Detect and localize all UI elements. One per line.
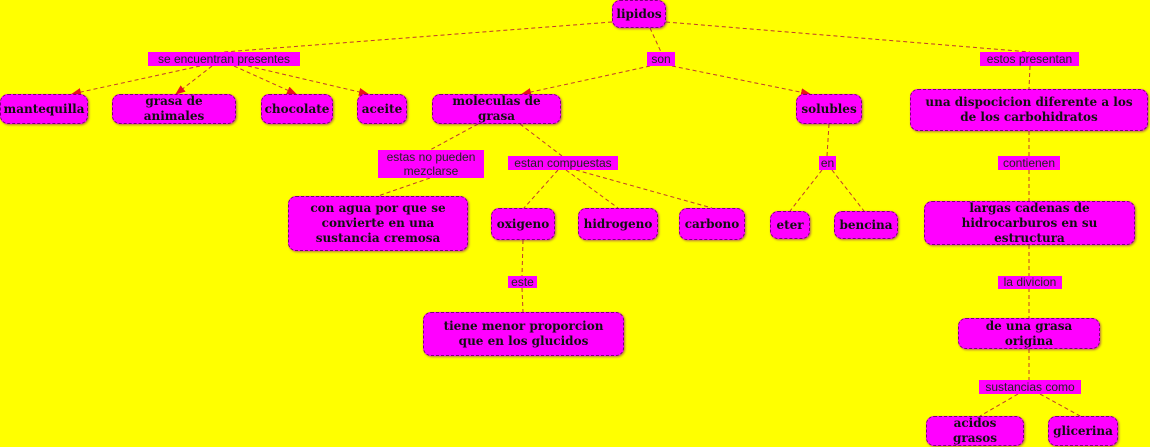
link-no-pueden-con-agua: [377, 177, 431, 197]
link-moleculas-no-pueden: [429, 123, 479, 151]
link-este-menor: [521, 287, 524, 313]
node-grasa-origina[interactable]: de una grasa origina: [958, 318, 1100, 349]
link-lipidos-se-encuentran: [223, 21, 613, 53]
link-se-encuentran-aceite: [247, 65, 369, 96]
label-se-encuentran-presentes: se encuentran presentes: [148, 52, 300, 66]
link-son-solubles: [671, 65, 811, 97]
link-compuestas-oxigeno: [523, 169, 559, 209]
label-la-divicion: la divicion: [998, 276, 1062, 289]
link-lipidos-son: [649, 27, 662, 53]
label-contienen: contienen: [998, 156, 1060, 170]
link-se-encuentran-chocolate: [233, 65, 297, 95]
label-este: este: [508, 276, 537, 288]
node-grasa-de-animales[interactable]: grasa de animales: [112, 94, 236, 124]
node-menor-proporcion[interactable]: tiene menor proporcion que en los glucid…: [423, 312, 624, 356]
node-acidos-grasos[interactable]: acidos grasos: [926, 416, 1024, 446]
label-en: en: [819, 156, 836, 170]
node-chocolate[interactable]: chocolate: [261, 94, 333, 124]
node-solubles[interactable]: solubles: [796, 94, 862, 124]
label-no-pueden-mezclarse-text: estas no pueden mezclarse: [386, 150, 476, 178]
node-glicerina[interactable]: glicerina: [1048, 416, 1118, 446]
link-en-eter: [789, 169, 823, 212]
node-oxigeno[interactable]: oxigeno: [491, 208, 555, 240]
link-solubles-en: [826, 123, 830, 157]
node-aceite[interactable]: aceite: [357, 94, 407, 124]
link-en-bencina: [831, 169, 865, 212]
link-se-encuentran-mantequilla: [71, 65, 201, 96]
link-se-encuentran-grasa: [175, 65, 213, 95]
node-eter[interactable]: eter: [770, 211, 810, 239]
node-bencina[interactable]: bencina: [834, 211, 898, 239]
node-hidrogeno[interactable]: hidrogeno: [578, 208, 658, 240]
link-estos-presentan-disposicion: [1028, 65, 1031, 90]
link-moleculas-compuestas: [519, 123, 563, 157]
link-son-moleculas: [521, 65, 651, 96]
link-sustancias-acidos: [979, 393, 1019, 417]
node-carbono[interactable]: carbono: [679, 208, 745, 240]
label-estos-presentan: estos presentan: [980, 52, 1079, 66]
node-con-agua[interactable]: con agua por que se convierte en una sus…: [288, 196, 468, 251]
link-lipidos-estos-presentan: [665, 21, 1031, 53]
node-mantequilla[interactable]: mantequilla: [0, 94, 88, 124]
label-son: son: [647, 52, 675, 66]
link-oxigeno-este: [521, 239, 524, 277]
node-disposicion[interactable]: una dispocicion diferente a los de los c…: [910, 89, 1148, 131]
label-no-pueden-mezclarse: estas no pueden mezclarse: [378, 150, 484, 178]
node-cadenas[interactable]: largas cadenas de hidrocarburos en su es…: [924, 201, 1135, 245]
link-compuestas-hidrogeno: [565, 169, 619, 209]
node-moleculas-de-grasa[interactable]: moleculas de grasa: [432, 94, 561, 124]
node-lipidos[interactable]: lipidos: [612, 0, 666, 28]
link-sustancias-glicerina: [1039, 393, 1081, 417]
label-sustancias-como: sustancias como: [979, 380, 1081, 394]
link-compuestas-carbono: [575, 169, 713, 209]
label-estan-compuestas: estan compuestas: [508, 156, 618, 170]
